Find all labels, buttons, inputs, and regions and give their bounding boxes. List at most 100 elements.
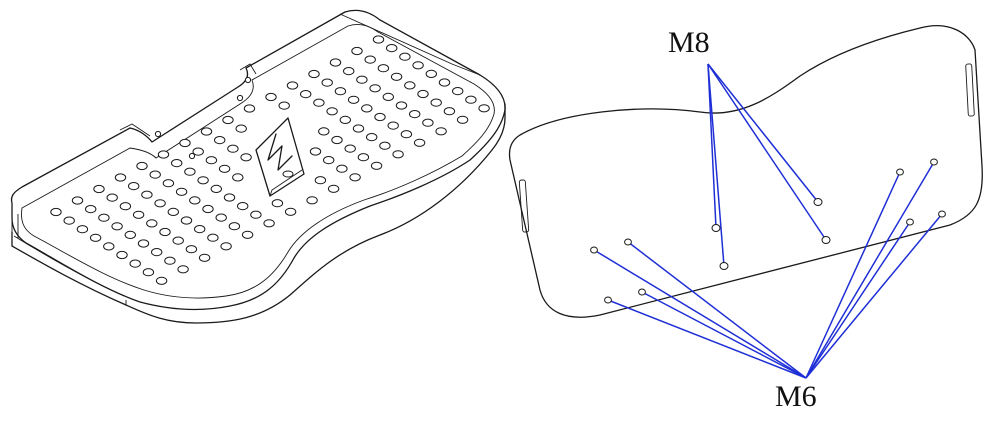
left-slot <box>518 179 530 233</box>
perforation-hole <box>326 107 338 116</box>
m6-leader <box>805 171 901 379</box>
plate-notch-ridge-left <box>119 123 151 137</box>
perforation-hole <box>395 101 408 110</box>
perforation-hole <box>278 101 290 110</box>
perforation-hole <box>98 213 110 222</box>
perforation-hole <box>313 98 325 107</box>
perforation-hole <box>387 121 399 130</box>
perforation-hole <box>159 227 171 237</box>
m6-leader <box>593 249 807 379</box>
perforation-hole <box>314 176 327 185</box>
m6-leader-lines <box>593 161 943 379</box>
plate-logo-tab <box>255 117 305 197</box>
perforation-hole <box>215 213 227 222</box>
m6-leader <box>805 161 935 379</box>
perforation-hole <box>452 87 464 96</box>
perforation-hole <box>167 207 180 216</box>
perforation-hole <box>321 78 333 87</box>
perforation-hole <box>197 176 209 185</box>
perforation-hole <box>71 196 84 205</box>
perforation-hole <box>329 58 342 67</box>
perforation-hole <box>172 236 184 245</box>
perforation-hole <box>194 225 206 234</box>
perforation-hole <box>175 187 188 196</box>
perforation-hole <box>207 233 219 242</box>
perforation-hole <box>222 115 234 125</box>
perforation-hole <box>237 202 249 211</box>
plate-top-outline <box>10 9 506 311</box>
perforation-hole <box>50 207 62 217</box>
perforation-hole <box>286 81 299 90</box>
perforation-hole <box>331 135 343 145</box>
perforation-hole <box>300 90 312 99</box>
m6-leader <box>641 291 807 379</box>
perforation-hole <box>382 92 394 102</box>
perforation-hole <box>227 144 239 153</box>
perforation-hole <box>128 182 140 191</box>
perforation-hole <box>344 144 356 153</box>
perforation-hole <box>185 245 198 254</box>
perforation-hole <box>228 222 241 231</box>
perforation-hole <box>366 133 378 142</box>
perforation-hole <box>63 216 75 225</box>
perforation-hole <box>85 205 97 214</box>
perforation-hole <box>141 190 153 199</box>
perforation-hole <box>347 95 360 104</box>
perforation-hole <box>422 118 434 127</box>
perforation-hole <box>151 248 163 257</box>
small-hole <box>236 94 244 102</box>
perforation-hole <box>210 184 223 193</box>
perforation-hole <box>386 44 398 53</box>
perforation-hole <box>334 87 347 96</box>
plate-side-wall <box>11 214 127 305</box>
perforation-hole <box>89 233 102 242</box>
perforation-hole <box>352 124 365 133</box>
underside-fastener-view: M8 M6 <box>508 25 983 413</box>
m6-fastener <box>590 246 598 254</box>
perforation-hole <box>412 61 424 70</box>
perforation-hole <box>142 268 155 277</box>
m6-leader <box>627 241 807 379</box>
perforation-hole <box>438 78 451 87</box>
perforation-hole <box>164 256 176 265</box>
m6-leader <box>607 299 807 379</box>
perforation-hole <box>111 222 123 231</box>
perforation-hole <box>119 202 132 211</box>
perforation-hole <box>218 164 231 173</box>
m8-leader-lines <box>707 63 827 267</box>
callout-m6: M6 <box>775 380 817 413</box>
perforation-hole <box>377 64 390 73</box>
perforation-hole <box>154 199 166 208</box>
perforation-hole <box>179 138 191 148</box>
perforation-hole <box>306 196 318 205</box>
perforation-hole <box>205 156 218 165</box>
perforation-hole <box>361 104 373 113</box>
perforation-hole <box>404 81 416 90</box>
callout-m8: M8 <box>668 26 710 59</box>
m6-fastener <box>906 218 914 226</box>
perforation-hole <box>263 219 275 228</box>
fastener-markers <box>590 158 946 304</box>
m8-leader <box>707 63 725 267</box>
perforation-hole <box>241 230 254 239</box>
perforation-hole <box>189 196 201 205</box>
perforation-hole <box>390 72 403 81</box>
m8-leader <box>707 63 717 229</box>
perforation-hole <box>232 173 244 182</box>
logo-glyph <box>267 133 293 171</box>
logo-tab-hole <box>282 170 294 178</box>
perforation-hole <box>318 127 330 136</box>
perforation-hole <box>155 276 168 285</box>
perforation-hole <box>103 242 115 251</box>
perforation-hole <box>351 46 363 56</box>
plate-inner-rim <box>21 23 495 299</box>
m6-leader <box>805 213 943 379</box>
perforation-hole <box>399 52 411 61</box>
perforation-hole <box>308 69 320 79</box>
perforation-hole <box>425 69 437 79</box>
perforation-hole <box>413 138 426 147</box>
perforation-hole <box>435 127 447 136</box>
perforation-hole <box>114 173 127 182</box>
perforation-hole <box>478 104 490 113</box>
